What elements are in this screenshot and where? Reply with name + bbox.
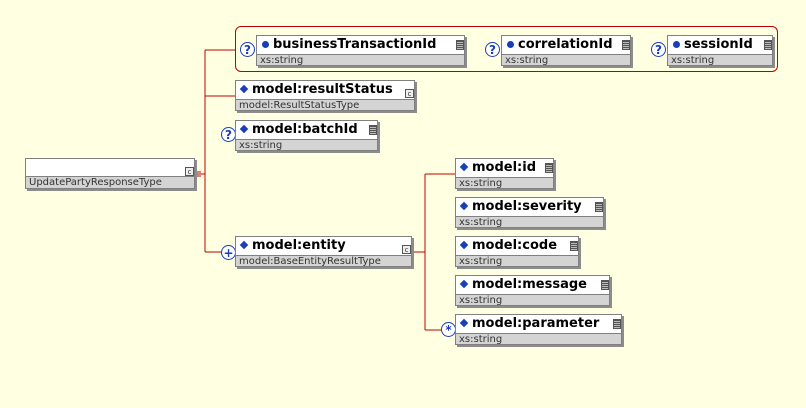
element-diamond-icon (459, 318, 469, 328)
element-dot-icon (673, 40, 680, 48)
element-name: model:parameter (472, 316, 600, 331)
c-badge-icon: c (402, 245, 411, 254)
grip-icon (601, 280, 609, 290)
element-model-id[interactable]: model:id xs:string (455, 158, 554, 189)
element-name: sessionId (684, 37, 753, 52)
question-mark-icon: ? (221, 127, 236, 142)
element-dot-icon (262, 40, 269, 48)
sequence-group-frame (235, 26, 778, 72)
element-type: model:ResultStatusType (235, 99, 415, 111)
root-complex-type[interactable]: UpdatePartyResponseType c (25, 158, 195, 189)
plus-icon: + (221, 245, 236, 260)
element-name: model:message (472, 277, 587, 292)
element-diamond-icon (239, 240, 249, 250)
grip-icon (570, 241, 578, 251)
element-model-message[interactable]: model:message xs:string (455, 275, 610, 306)
element-diamond-icon (459, 201, 469, 211)
question-mark-icon: ? (240, 42, 255, 57)
grip-icon (456, 40, 464, 50)
element-type: xs:string (501, 54, 631, 66)
element-name: model:severity (472, 199, 582, 214)
element-diamond-icon (239, 124, 249, 134)
element-name: correlationId (518, 37, 613, 52)
grip-icon (545, 163, 553, 173)
element-name: model:entity (252, 238, 346, 253)
question-mark-icon: ? (485, 42, 500, 57)
element-dot-icon (507, 40, 514, 48)
element-type: xs:string (235, 139, 378, 151)
element-type: xs:string (256, 54, 465, 66)
element-model-code[interactable]: model:code xs:string (455, 236, 579, 267)
element-name: model:resultStatus (252, 82, 393, 97)
question-mark-icon: ? (651, 42, 666, 57)
element-diamond-icon (459, 162, 469, 172)
element-type: xs:string (455, 294, 610, 306)
asterisk-icon: * (441, 322, 456, 337)
element-result-status[interactable]: model:resultStatus model:ResultStatusTyp… (235, 80, 415, 111)
element-model-parameter[interactable]: model:parameter xs:string (455, 314, 622, 345)
grip-icon (613, 319, 621, 329)
grip-icon (369, 125, 377, 135)
element-name: model:code (472, 238, 558, 253)
c-badge-icon: c (185, 167, 194, 176)
element-type: xs:string (455, 216, 604, 228)
grip-icon (764, 40, 772, 50)
root-type-label: UpdatePartyResponseType (25, 176, 195, 189)
element-batch-id[interactable]: model:batchId xs:string (235, 120, 378, 151)
element-diamond-icon (459, 240, 469, 250)
element-diamond-icon (459, 279, 469, 289)
element-type: xs:string (455, 177, 554, 189)
element-name: businessTransactionId (273, 37, 437, 52)
element-name: model:id (472, 160, 537, 175)
grip-icon (595, 202, 603, 212)
element-correlation-id[interactable]: correlationId xs:string (501, 35, 631, 66)
element-diamond-icon (239, 84, 249, 94)
element-type: xs:string (667, 54, 773, 66)
element-business-transaction-id[interactable]: businessTransactionId xs:string (256, 35, 465, 66)
element-name: model:batchId (252, 122, 358, 137)
element-session-id[interactable]: sessionId xs:string (667, 35, 773, 66)
root-title-area (25, 158, 195, 176)
element-type: model:BaseEntityResultType (235, 255, 412, 267)
c-badge-icon: c (405, 89, 414, 98)
element-model-severity[interactable]: model:severity xs:string (455, 197, 604, 228)
element-type: xs:string (455, 255, 579, 267)
element-entity[interactable]: model:entity model:BaseEntityResultType … (235, 236, 412, 267)
grip-icon (622, 40, 630, 50)
element-type: xs:string (455, 333, 622, 345)
